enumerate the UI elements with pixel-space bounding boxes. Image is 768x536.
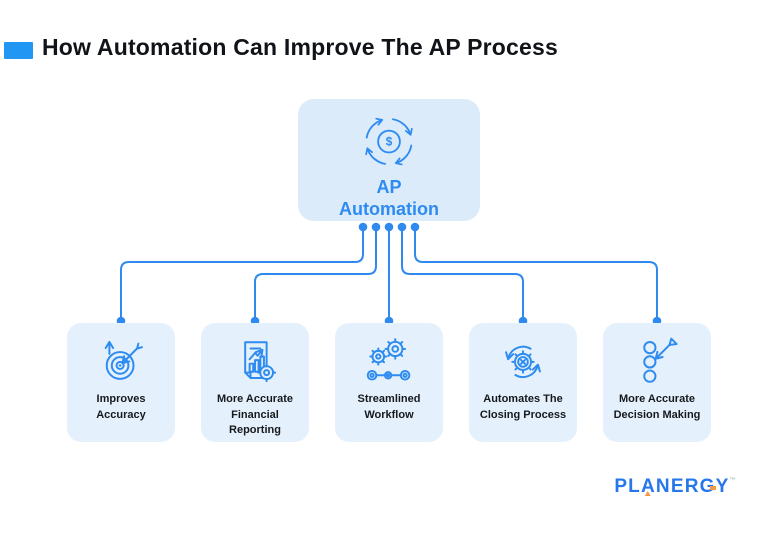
logo-text: Y <box>715 476 730 497</box>
automated-closing-icon <box>505 345 541 378</box>
node-card-streamlined-workflow: Streamlined Workflow <box>335 323 443 442</box>
node-card-decision-making: More Accurate Decision Making <box>603 323 711 442</box>
financial-report-icon <box>244 341 277 383</box>
header: How Automation Can Improve The AP Proces… <box>0 0 768 70</box>
logo-text: PL <box>614 476 641 497</box>
logo-letter-a: A <box>641 476 656 497</box>
page-title: How Automation Can Improve The AP Proces… <box>42 34 558 60</box>
node-label: Streamlined Workflow <box>357 393 421 421</box>
logo-letter-g: G <box>699 476 716 497</box>
node-label: More Accurate Financial Reporting <box>216 393 293 437</box>
node-card-financial-reporting: More Accurate Financial Reporting <box>201 323 309 442</box>
planergy-logo: PLANERGY™ <box>614 476 736 498</box>
ap-automation-node: $ AP Automation <box>298 99 480 221</box>
node-card-automates-closing: Automates The Closing Process <box>469 323 577 442</box>
node-card-improves-accuracy: Improves Accuracy <box>67 323 175 442</box>
gears-workflow-icon <box>366 338 411 381</box>
svg-text:$: $ <box>386 136 393 149</box>
trademark-symbol: ™ <box>729 477 737 484</box>
node-label: Automates The Closing Process <box>479 393 567 421</box>
node-label: More Accurate Decision Making <box>613 393 701 421</box>
logo-text: NER <box>655 476 700 497</box>
ap-automation-cycle-icon: $ <box>365 117 413 166</box>
title-accent-bar <box>4 42 33 59</box>
node-label: Improves Accuracy <box>96 393 146 421</box>
target-dart-icon <box>104 340 143 380</box>
ap-automation-label: AP Automation <box>339 177 439 220</box>
decision-dart-icon <box>643 337 678 383</box>
